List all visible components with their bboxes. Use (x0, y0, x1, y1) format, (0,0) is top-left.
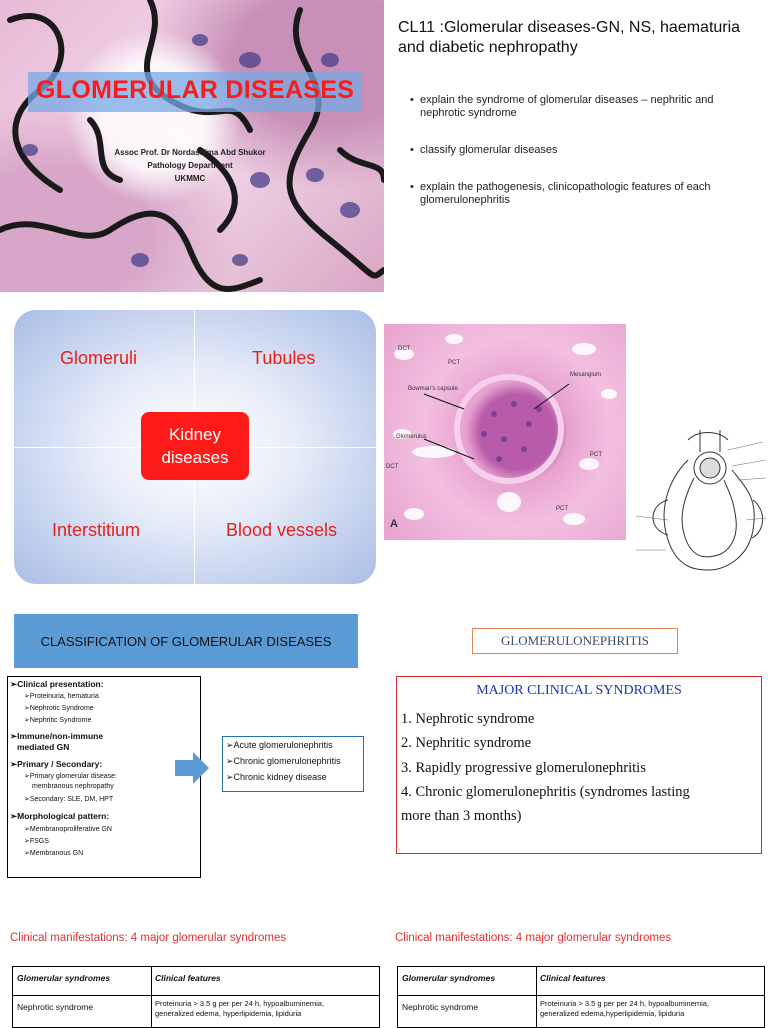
objective-item: explain the pathogenesis, clinicopatholo… (410, 181, 760, 207)
objectives-slide: CL11 :Glomerular diseases-GN, NS, haemat… (384, 0, 768, 292)
quadrant-blood-vessels: Blood vessels (226, 520, 338, 540)
center-box: Kidney diseases (141, 412, 249, 480)
table-header: Glomerular syndromes (402, 973, 496, 983)
nephron-diagram (628, 420, 768, 584)
criteria-item: membranous nephropathy (32, 783, 114, 790)
quadrant-tubules: Tubules (252, 348, 316, 368)
syndrome-item: 2. Nephritic syndrome (401, 735, 532, 751)
criteria-item: ➢Morphological pattern: (10, 811, 110, 821)
objectives-list: explain the syndrome of glomerular disea… (410, 94, 760, 231)
syndrome-item: 1. Nephrotic syndrome (401, 711, 535, 727)
histology-label: DCT (398, 346, 411, 352)
table-row-divider (398, 995, 764, 996)
table-row-divider (13, 995, 379, 996)
syndrome-item: more than 3 months) (401, 808, 522, 824)
table-cell: Nephrotic syndrome (402, 1002, 479, 1012)
manifestations-caption-left: Clinical manifestations: 4 major glomeru… (10, 932, 287, 944)
syndromes-table-left: Glomerular syndromes Clinical features N… (12, 966, 380, 1028)
histology-label: Bowman's capsule (408, 386, 458, 392)
gn-title-text: GLOMERULONEPHRITIS (500, 633, 650, 648)
table-column-divider (398, 967, 537, 1027)
gn-type-item: ➢Chronic kidney disease (226, 772, 327, 782)
objective-item: explain the syndrome of glomerular disea… (410, 94, 760, 120)
syndrome-item: 3. Rapidly progressive glomerulonephriti… (401, 760, 646, 776)
histology-label: PCT (556, 506, 568, 512)
department: Pathology Department (147, 161, 233, 170)
table-column-divider (13, 967, 152, 1027)
lecture-heading: CL11 :Glomerular diseases-GN, NS, haemat… (398, 19, 741, 56)
gn-types-box: ➢Acute glomerulonephritis ➢Chronic glome… (222, 736, 364, 792)
histology-background (0, 0, 384, 292)
quadrant-interstitium: Interstitium (52, 520, 141, 540)
slide-title: GLOMERULAR DISEASES (36, 76, 355, 104)
title-band (28, 72, 362, 112)
histology-label: Mesangium (570, 372, 602, 378)
gn-title: GLOMERULONEPHRITIS (472, 628, 678, 654)
classification-title-text: CLASSIFICATION OF GLOMERULAR DISEASES (40, 633, 332, 649)
right-arrow-icon (175, 752, 209, 784)
objective-item: classify glomerular diseases (410, 144, 760, 157)
criteria-item: ➢FSGS (24, 838, 49, 845)
institution: UKMMC (174, 174, 206, 183)
criteria-item: ➢Primary glomerular disease: (24, 773, 118, 780)
gn-type-item: ➢Acute glomerulonephritis (226, 740, 333, 750)
table-cell: Nephrotic syndrome (17, 1002, 94, 1012)
criteria-item: ➢Clinical presentation: (10, 679, 104, 689)
author: Assoc Prof. Dr Nordashima Abd Shukor (114, 148, 266, 157)
histology-label: PCT (590, 452, 602, 458)
criteria-item: ➢Membranoproliferative GN (24, 826, 112, 833)
table-cell: generalized edema,hyperlipidemia, lipidu… (540, 1009, 685, 1018)
classification-title: CLASSIFICATION OF GLOMERULAR DISEASES (14, 614, 358, 668)
table-cell: Proteinuria > 3.5 g per per 24 h, hypoal… (155, 999, 325, 1008)
syndrome-item: 4. Chronic glomerulonephritis (syndromes… (401, 784, 690, 800)
quadrant-glomeruli: Glomeruli (60, 348, 138, 368)
kidney-histology-image: DCT PCT Bowman's capsule Mesangium Glome… (384, 324, 626, 540)
table-cell: Proteinuria > 3.5 g per per 24 h, hypoal… (540, 999, 710, 1008)
nephron-drawing (635, 430, 767, 571)
criteria-item: ➢Proteinuria, hematuria (24, 693, 99, 700)
criteria-item: ➢Immune/non-immune (10, 731, 104, 741)
table-header: Glomerular syndromes (17, 973, 111, 983)
criteria-item: ➢Membranous GN (24, 850, 84, 857)
gn-type-item: ➢Chronic glomerulonephritis (226, 756, 341, 766)
kidney-diseases-diagram: Glomeruli Tubules Interstitium Blood ves… (14, 310, 376, 584)
panel-letter: A (390, 518, 398, 530)
center-label: Kidney diseases (161, 425, 229, 467)
criteria-item: ➢Nephrotic Syndrome (24, 705, 94, 712)
criteria-item: ➢Secondary: SLE, DM, HPT (24, 796, 114, 803)
criteria-item: ➢Primary / Secondary: (10, 759, 103, 769)
table-header: Clinical features (155, 973, 221, 983)
table-cell: generalized edema, hyperlipidemia, lipid… (155, 1009, 302, 1018)
histology-label: Glomerulus (396, 434, 427, 440)
manifestations-caption-right: Clinical manifestations: 4 major glomeru… (395, 932, 672, 944)
histology-shapes (393, 334, 617, 525)
major-syndromes-box: MAJOR CLINICAL SYNDROMES 1. Nephrotic sy… (396, 676, 762, 854)
histology-label: PCT (448, 360, 460, 366)
histology-label: DCT (386, 464, 399, 470)
criteria-item: mediated GN (17, 742, 70, 752)
syndromes-table-right: Glomerular syndromes Clinical features N… (397, 966, 765, 1028)
classification-criteria-box: ➢Clinical presentation: ➢Proteinuria, he… (7, 676, 201, 878)
table-header: Clinical features (540, 973, 606, 983)
criteria-item: ➢Nephritic Syndrome (24, 717, 92, 724)
classification-slides: CLASSIFICATION OF GLOMERULAR DISEASES ➢C… (0, 600, 768, 900)
syndromes-heading: MAJOR CLINICAL SYNDROMES (476, 683, 682, 698)
title-slide-image: GLOMERULAR DISEASES Assoc Prof. Dr Norda… (0, 0, 384, 292)
